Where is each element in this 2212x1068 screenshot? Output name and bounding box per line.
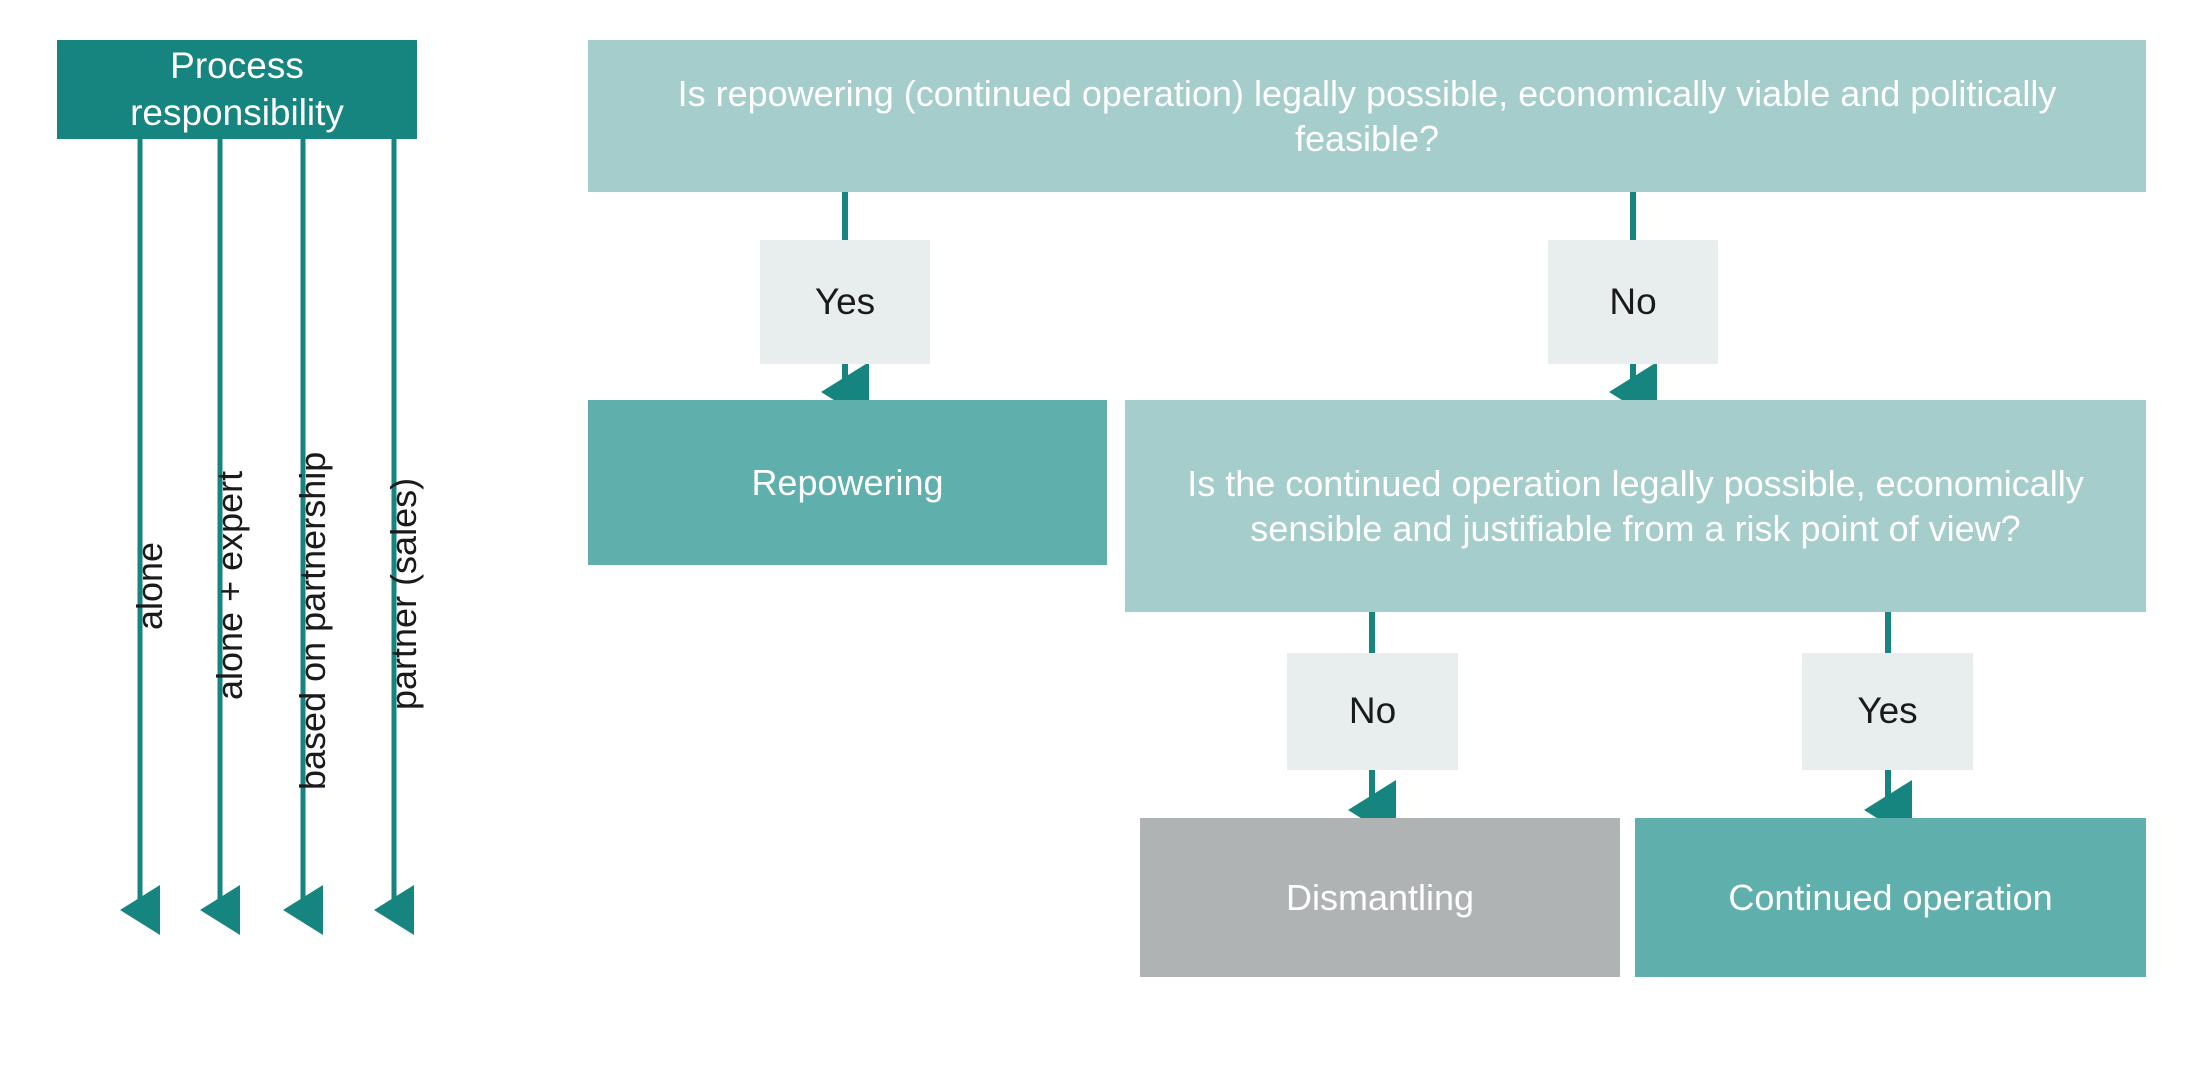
node-process-responsibility: Process responsibility <box>57 40 417 139</box>
node-outcome-continued-operation: Continued operation <box>1635 818 2146 977</box>
node-decision-repowering-question-label: Is repowering (continued operation) lega… <box>677 73 2057 159</box>
node-decision-repowering-question: Is repowering (continued operation) lega… <box>588 40 2146 192</box>
node-outcome-repowering: Repowering <box>588 400 1107 565</box>
node-outcome-repowering-label: Repowering <box>751 462 944 503</box>
edge-label-q2-no-text: No <box>1348 690 1397 732</box>
edge-label-q2-yes: Yes <box>1802 653 1973 770</box>
track-label-partner-sales: partner (sales) <box>383 477 424 710</box>
track-label-based-on-partnership: based on partnership <box>292 451 333 790</box>
edge-label-q2-yes-text: Yes <box>1857 690 1918 732</box>
edge-label-q1-yes-text: Yes <box>814 280 876 322</box>
edge-label-q1-no: No <box>1548 240 1718 364</box>
edge-label-q2-no: No <box>1287 653 1458 770</box>
node-outcome-continued-operation-label: Continued operation <box>1728 877 2053 918</box>
edge-label-q1-no-text: No <box>1609 280 1657 322</box>
node-outcome-dismantling-label: Dismantling <box>1285 877 1475 918</box>
responsibility-track-arrows <box>120 139 414 935</box>
node-decision-continued-operation-question: Is the continued operation legally possi… <box>1125 400 2146 612</box>
node-process-responsibility-label: Process responsibility <box>130 45 344 133</box>
node-decision-continued-operation-question-label: Is the continued operation legally possi… <box>1187 463 2084 549</box>
edge-label-q1-yes: Yes <box>760 240 930 364</box>
track-label-alone-expert: alone + expert <box>209 470 250 700</box>
node-outcome-dismantling: Dismantling <box>1140 818 1620 977</box>
track-label-alone: alone <box>129 541 170 630</box>
